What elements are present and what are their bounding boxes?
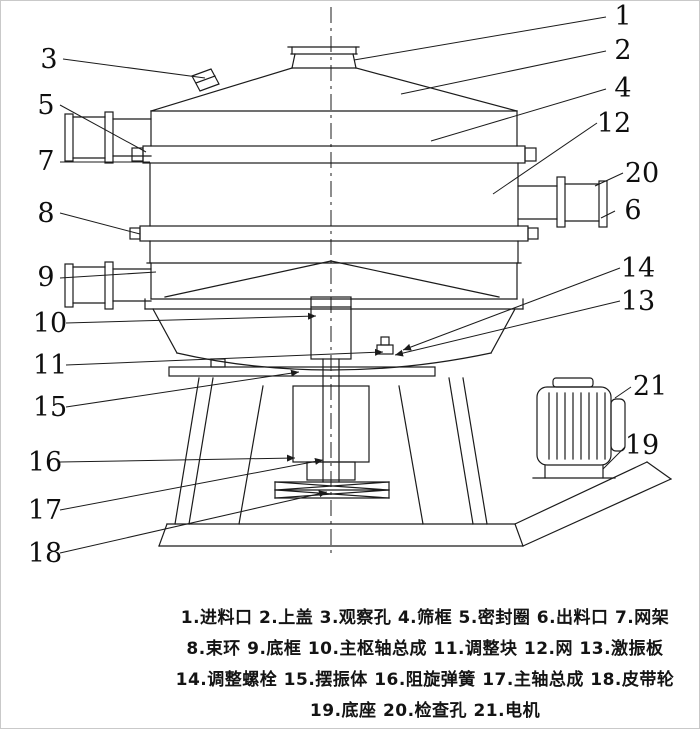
callout-17: 17 bbox=[28, 495, 62, 526]
callout-16: 16 bbox=[28, 447, 62, 478]
sieve-frame-upper bbox=[150, 110, 518, 147]
callout-12: 12 bbox=[597, 108, 631, 139]
sieve-frame-middle bbox=[149, 162, 519, 227]
callout-11: 11 bbox=[33, 350, 67, 381]
vibrating-screen-diagram: 1 2 4 12 20 6 14 13 21 19 3 5 7 8 9 10 1… bbox=[28, 1, 672, 569]
callout-3: 3 bbox=[40, 44, 57, 75]
base-frame-body bbox=[152, 308, 516, 371]
legend: 1.进料口 2.上盖 3.观察孔 4.筛框 5.密封圈 6.出料口 7.网架 8… bbox=[1, 603, 699, 727]
main-shaft-assembly bbox=[292, 358, 370, 483]
base bbox=[158, 461, 672, 547]
clamp-ring-lower bbox=[129, 225, 539, 242]
mount-plate bbox=[168, 358, 436, 377]
top-cover bbox=[150, 67, 518, 112]
callout-6: 6 bbox=[624, 195, 641, 226]
feed-inlet bbox=[287, 46, 360, 69]
callout-14: 14 bbox=[621, 253, 655, 284]
callout-7: 7 bbox=[37, 146, 54, 177]
legend-line-1: 1.进料口 2.上盖 3.观察孔 4.筛框 5.密封圈 6.出料口 7.网架 bbox=[180, 608, 670, 628]
right-outlet bbox=[517, 176, 608, 228]
motor bbox=[532, 377, 626, 479]
belt-pulley bbox=[274, 481, 390, 499]
mesh-cone bbox=[164, 260, 500, 298]
legend-line-2: 8.束环 9.底框 10.主枢轴总成 11.调整块 12.网 13.激振板 bbox=[186, 639, 664, 659]
stand-legs bbox=[174, 377, 488, 525]
callout-20: 20 bbox=[625, 158, 659, 189]
callout-2: 2 bbox=[614, 35, 631, 66]
callout-21: 21 bbox=[633, 371, 667, 402]
observation-port bbox=[191, 68, 220, 92]
main-pivot-assembly bbox=[310, 296, 352, 360]
leader-lines bbox=[59, 16, 632, 554]
base-frame-ring bbox=[144, 298, 524, 310]
callout-10: 10 bbox=[33, 308, 67, 339]
left-outlet-upper bbox=[64, 111, 152, 164]
callout-9: 9 bbox=[37, 262, 54, 293]
callout-15: 15 bbox=[33, 392, 67, 423]
callout-8: 8 bbox=[37, 198, 54, 229]
callout-1: 1 bbox=[614, 1, 631, 32]
callout-5: 5 bbox=[37, 90, 54, 121]
callout-numbers: 1 2 4 12 20 6 14 13 21 19 3 5 7 8 9 10 1… bbox=[28, 1, 667, 569]
clamp-ring-upper bbox=[131, 145, 537, 164]
left-outlet-lower bbox=[64, 261, 152, 310]
callout-18: 18 bbox=[28, 538, 62, 569]
legend-line-3: 14.调整螺栓 15.摆振体 16.阻旋弹簧 17.主轴总成 18.皮带轮 bbox=[175, 670, 675, 690]
adjusting-parts bbox=[376, 336, 394, 355]
callout-19: 19 bbox=[625, 430, 659, 461]
callout-13: 13 bbox=[621, 286, 655, 317]
callout-4: 4 bbox=[614, 73, 631, 104]
sieve-frame-lower bbox=[146, 240, 522, 300]
legend-line-4: 19.底座 20.检查孔 21.电机 bbox=[309, 701, 541, 721]
